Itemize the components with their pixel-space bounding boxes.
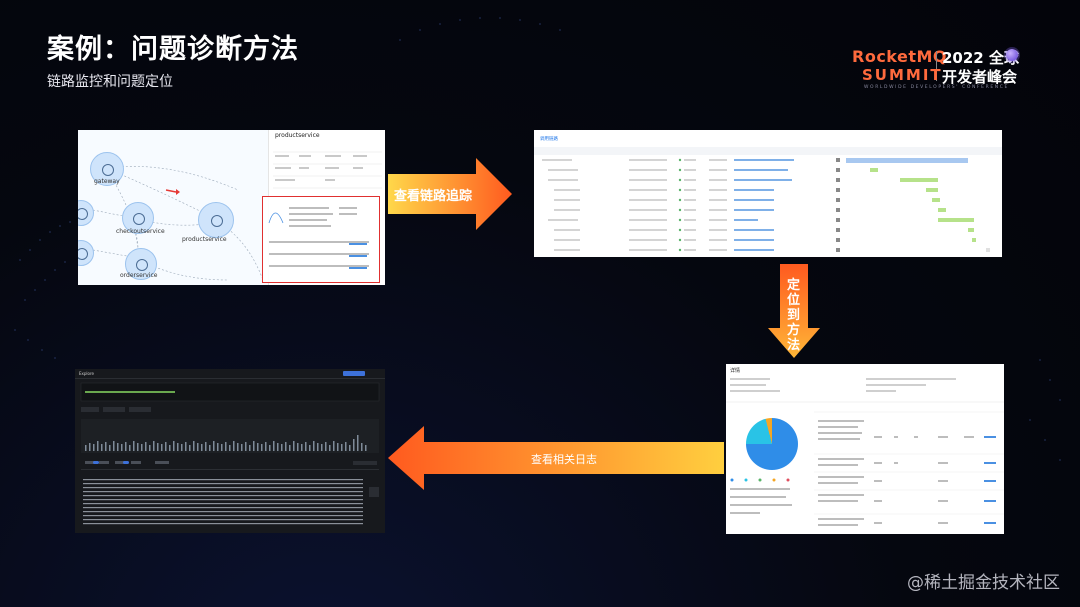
- log-explorer-screenshot: Explore: [75, 369, 385, 533]
- label-to-method: 定位到方法: [787, 278, 801, 353]
- label-to-trace: 查看链路追踪: [394, 189, 473, 204]
- node-left-2[interactable]: [78, 240, 94, 266]
- arrow-to-method: [768, 264, 820, 358]
- highlight-content: [268, 207, 369, 269]
- slide-title: 案例：问题诊断方法: [47, 34, 299, 65]
- label-orderservice: orderservice: [120, 272, 158, 279]
- detail-title: 详情: [730, 368, 741, 374]
- logo-brand: RocketMQ: [852, 47, 948, 66]
- service-graph: gateway checkoutservice productservice o…: [78, 130, 268, 285]
- tab-call-chain[interactable]: 调用链路: [540, 137, 558, 142]
- label-to-logs: 查看相关日志: [531, 453, 597, 466]
- planet-icon: [1006, 49, 1018, 61]
- rocketmq-summit-logo: RocketMQ 2022 全球 SUMMIT 开发者峰会 WORLDWIDE …: [850, 45, 1030, 93]
- trace-screenshot: 调用链路: [534, 130, 1002, 257]
- slide-subtitle: 链路监控和问题定位: [47, 74, 173, 90]
- logo-tagline: WORLDWIDE DEVELOPERS' CONFERENCE: [864, 85, 1009, 90]
- explorer-divider: [75, 378, 385, 379]
- detail-content: [726, 378, 1004, 526]
- explorer-content: [80, 382, 380, 525]
- trace-table-header: [534, 147, 1002, 155]
- node-checkoutservice[interactable]: [122, 202, 154, 234]
- label-productservice: productservice: [182, 236, 227, 243]
- method-pie-chart: [746, 418, 798, 470]
- panel-service-name: productservice: [275, 132, 320, 139]
- explorer-title: Explore: [79, 371, 95, 376]
- arrow-to-logs: [388, 426, 724, 490]
- arrow-to-trace: [388, 158, 512, 230]
- highlighted-method-box: [262, 196, 380, 283]
- node-orderservice[interactable]: [125, 248, 157, 280]
- trace-rows: [542, 158, 990, 252]
- logo-dev: 开发者峰会: [942, 68, 1018, 86]
- topology-screenshot: gateway checkoutservice productservice o…: [78, 130, 385, 285]
- node-gateway[interactable]: [90, 152, 124, 186]
- panel-table-lines: [273, 151, 382, 189]
- label-checkoutservice: checkoutservice: [116, 228, 165, 235]
- method-detail-screenshot: 详情: [726, 364, 1004, 534]
- run-query-button[interactable]: [343, 371, 365, 376]
- logo-event: SUMMIT: [862, 66, 943, 84]
- label-gateway: gateway: [94, 178, 120, 185]
- node-productservice[interactable]: [198, 202, 234, 238]
- logo-divider: [936, 51, 937, 81]
- logo-year: 2022 全球: [942, 49, 1019, 67]
- watermark: @稀土掘金技术社区: [907, 573, 1060, 593]
